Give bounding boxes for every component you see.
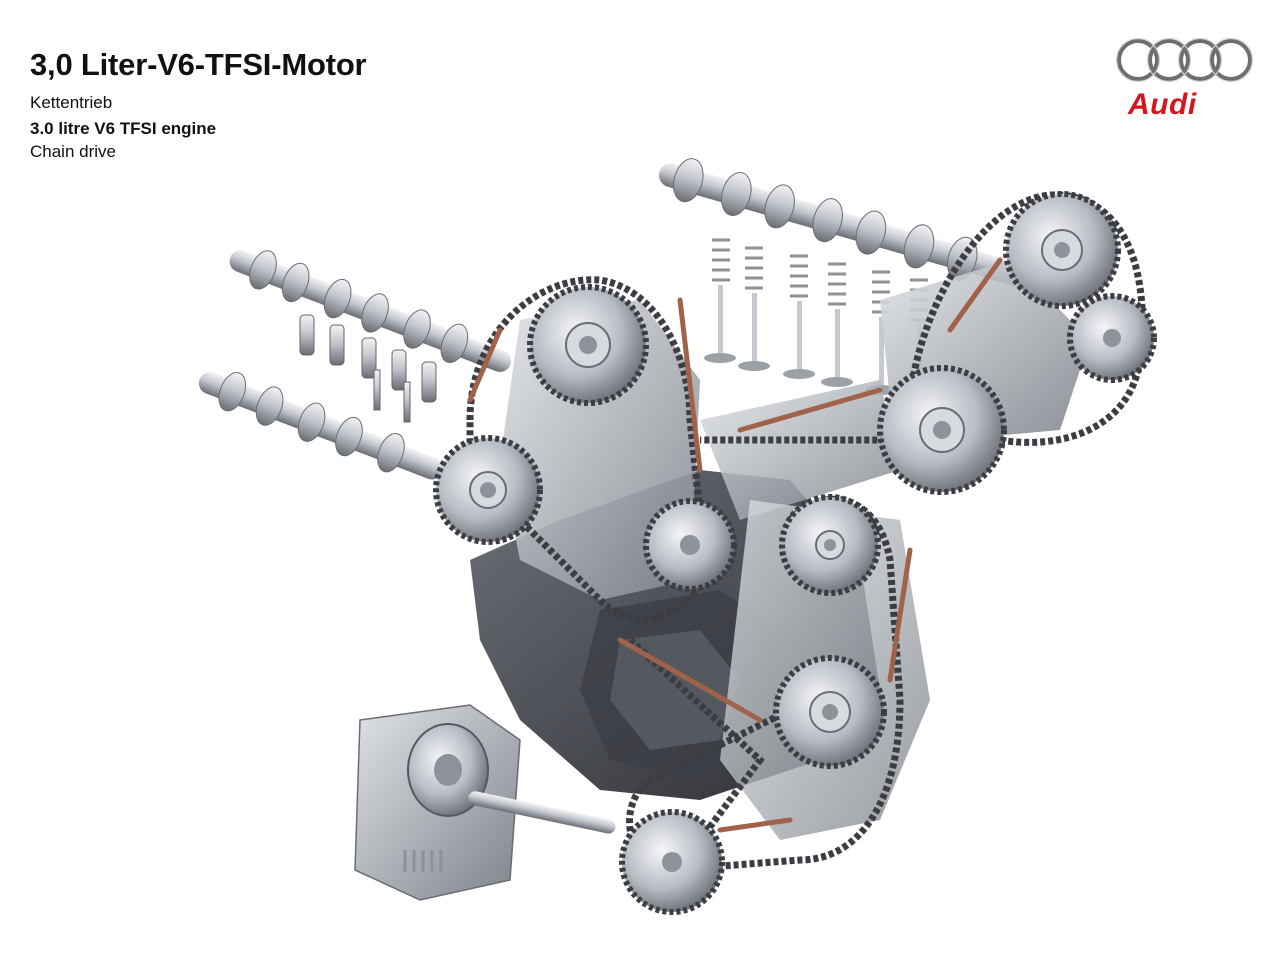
sprocket-idler-left [643, 498, 737, 592]
sprocket-right-upper [1003, 191, 1121, 309]
page-subtitle-english: Chain drive [30, 142, 116, 161]
page-title-english: 3.0 litre V6 TFSI engine [30, 119, 217, 138]
sprocket-oil-pump [619, 809, 725, 915]
sprocket-crankshaft [773, 655, 887, 769]
page-subtitle: Kettentrieb [30, 93, 113, 112]
sprocket-left-lower [433, 435, 543, 545]
audi-rings-icon [1115, 37, 1254, 83]
camshaft-left-upper [229, 250, 512, 372]
camshaft-left-lower [198, 372, 444, 480]
sprocket-right-middle [1067, 293, 1157, 383]
camshaft-right [658, 158, 1035, 289]
sprocket-right-lower [877, 365, 1007, 495]
sprocket-left-upper [527, 284, 649, 406]
caption-block: 3,0 Liter-V6-TFSI-Motor Kettentrieb 3.0 … [30, 46, 367, 163]
sprocket-intermediate [779, 494, 881, 596]
oil-pump [354, 704, 616, 901]
page-title: 3,0 Liter-V6-TFSI-Motor [30, 47, 367, 82]
audi-wordmark: Audi [1128, 88, 1197, 121]
valve-train-left [299, 314, 437, 423]
chain-guide-rails [467, 257, 1003, 833]
